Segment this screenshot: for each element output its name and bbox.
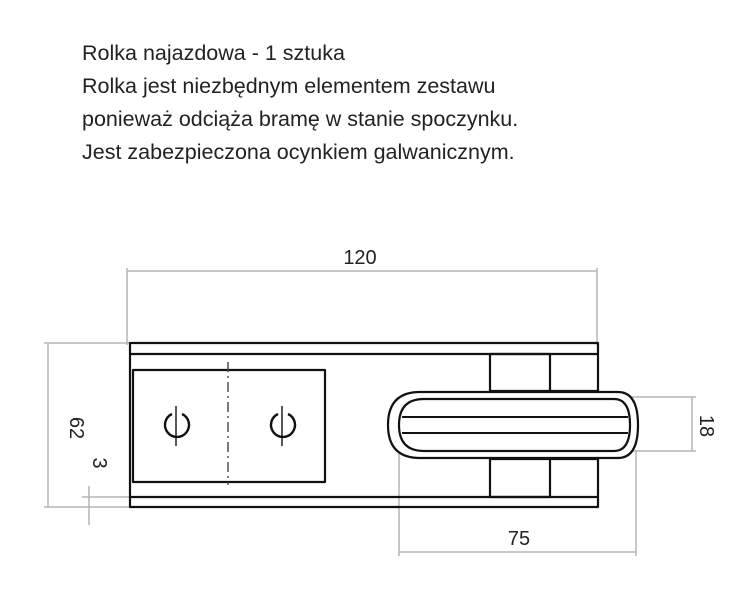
mounting-hole-right [269,406,297,446]
dim-120-label: 120 [343,247,376,269]
dim-75-label: 75 [508,528,530,550]
description-line-1: Rolka najazdowa - 1 sztuka [82,41,345,65]
description-line-3: ponieważ odciąża bramę w stanie spoczynk… [82,107,519,131]
mounting-hole-left [163,406,191,446]
axle-block-top [488,352,552,393]
description-line-4: Jest zabezpieczona ocynkiem galwanicznym… [82,140,515,164]
roller-inner-body [397,397,632,453]
mounting-plate [131,368,327,484]
description-line-2: Rolka jest niezbędnym elementem zestawu [82,74,496,98]
mounting-holes [163,406,297,446]
axle-block-bottom [488,457,552,499]
dimension-lines [44,268,696,556]
dim-18-label: 18 [695,415,717,437]
product-description: Rolka najazdowa - 1 sztuka Rolka jest ni… [82,37,722,169]
roller-outer-body [386,390,640,460]
dim-3-label: 3 [88,457,110,468]
roller [386,390,640,460]
dim-62-label: 62 [65,417,87,439]
